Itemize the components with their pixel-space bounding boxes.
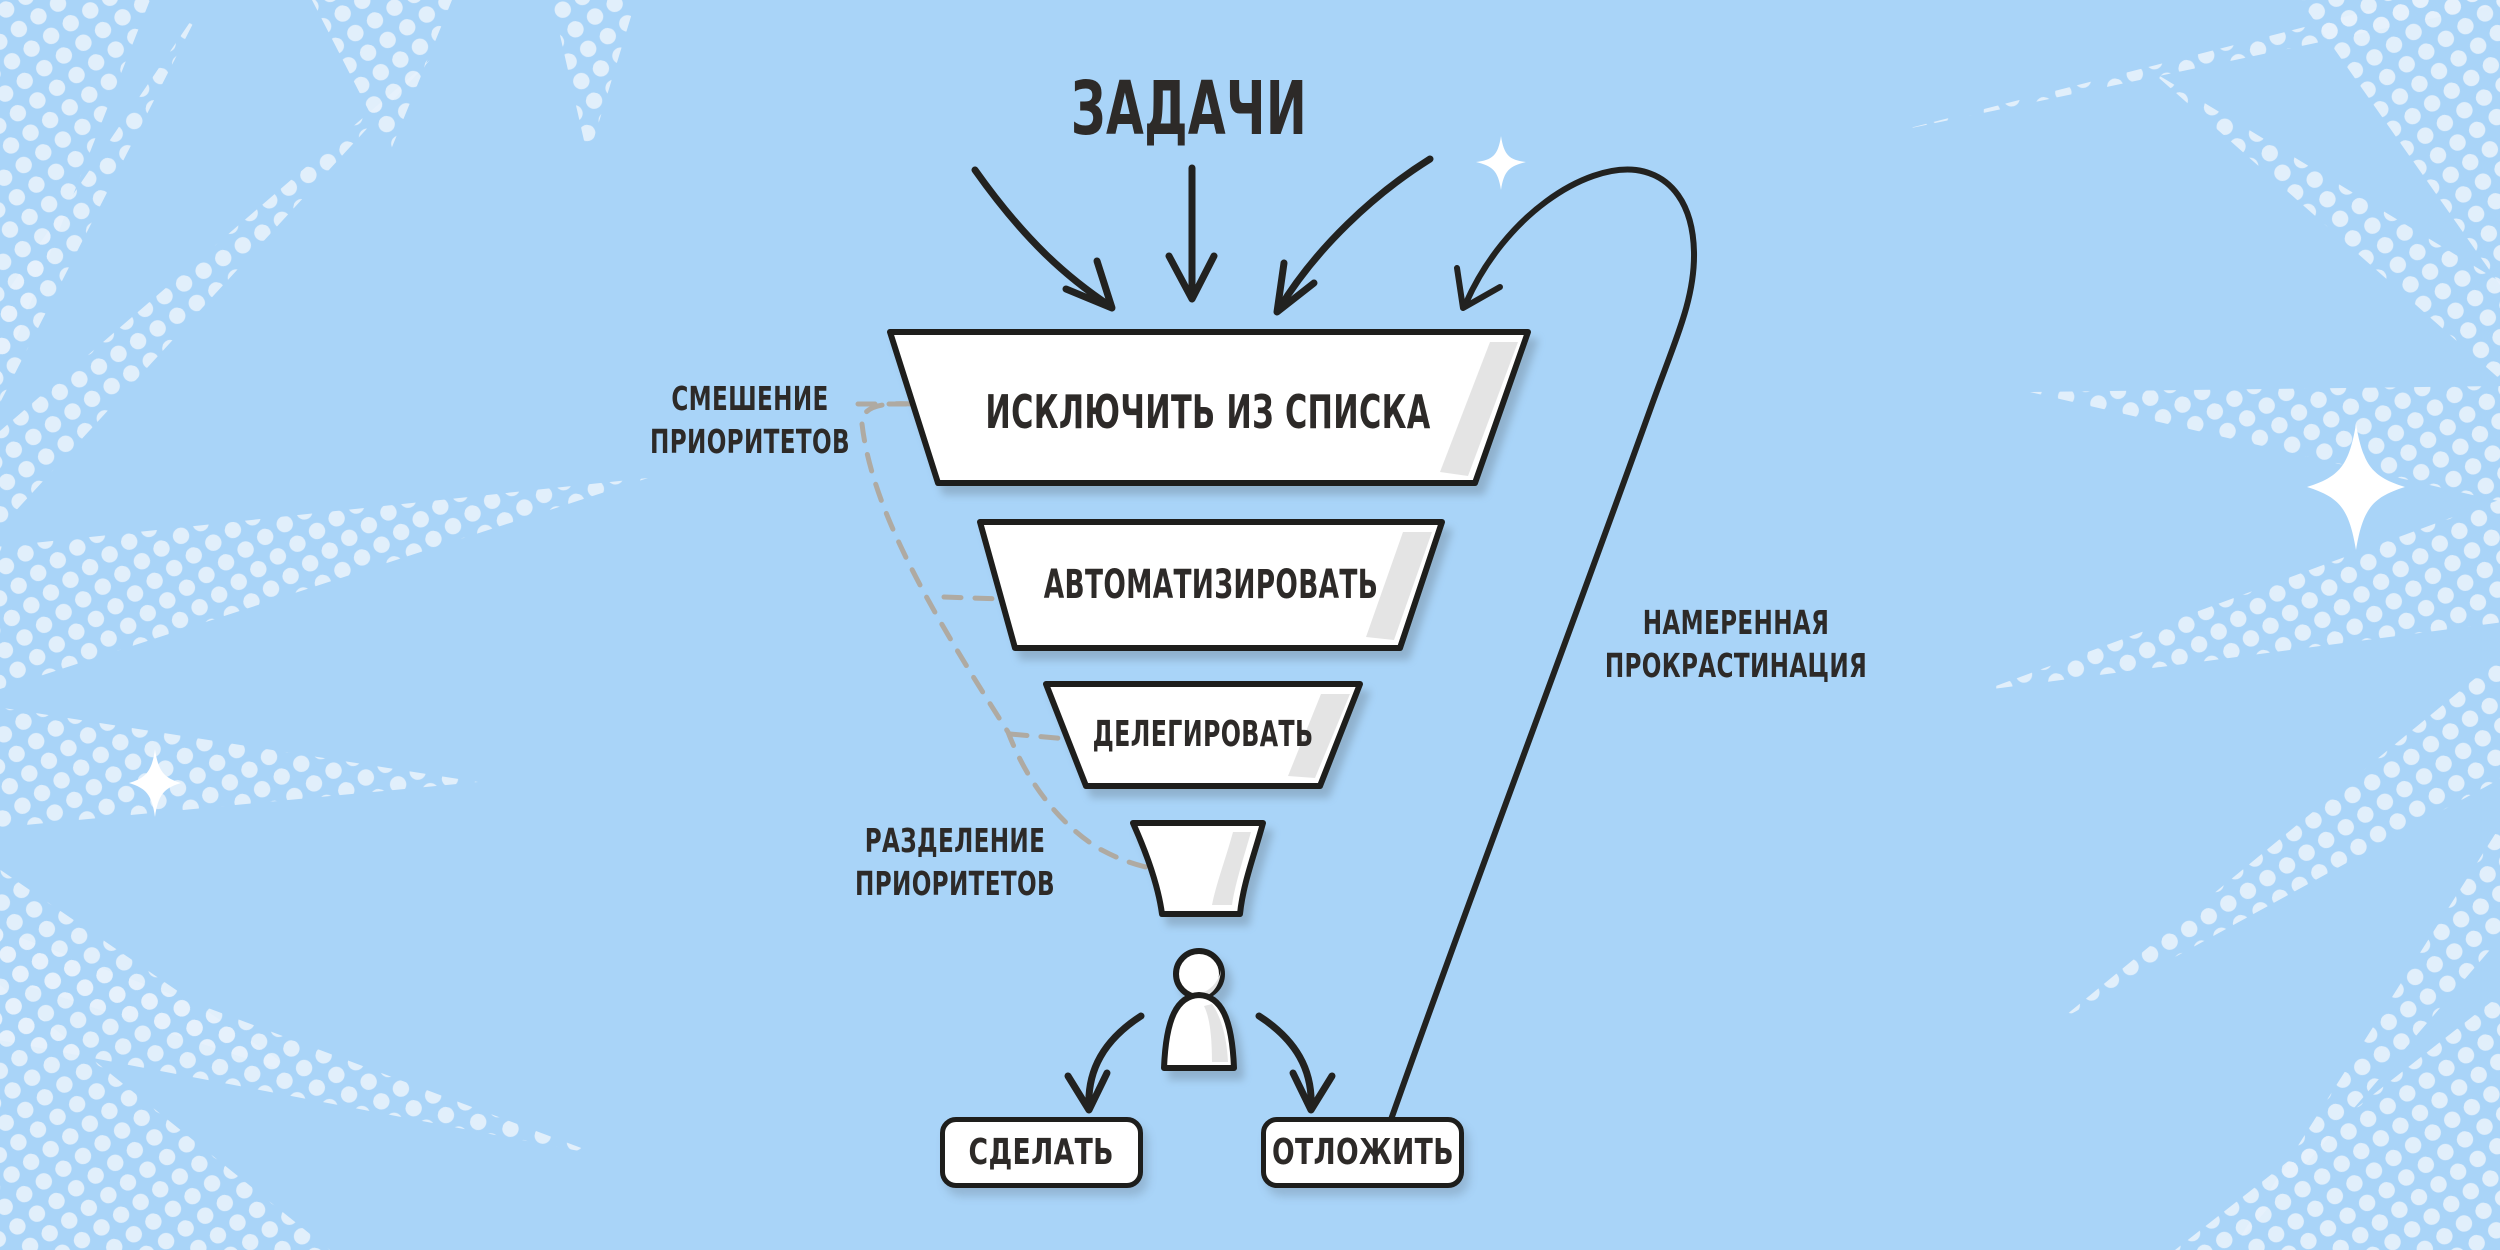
funnel-level-1-label: ИСКЛЮЧИТЬ ИЗ СПИСКА <box>985 385 1431 439</box>
funnel-level-1-shape <box>887 329 1531 486</box>
page-title: ЗАДАЧИ <box>1070 66 1308 152</box>
funnel-level-3-shape <box>1043 681 1363 789</box>
person-icon <box>1161 948 1237 1071</box>
funnel-level-2-shape <box>977 519 1445 651</box>
decision-arrow-do <box>1064 1012 1145 1114</box>
do-button: СДЕЛАТЬ <box>940 1117 1143 1188</box>
funnel-level-3-label: ДЕЛЕГИРОВАТЬ <box>1092 714 1314 755</box>
right-halftone-starburst <box>1902 0 2500 1250</box>
incoming-arrow-middle <box>1165 164 1218 303</box>
sparkle-icon <box>129 749 181 817</box>
postpone-button: ОТЛОЖИТЬ <box>1261 1117 1464 1188</box>
funnel-level-2-label: АВТОМАТИЗИРОВАТЬ <box>1043 562 1379 608</box>
annotation-mixing-priorities: СМЕШЕНИЕ ПРИОРИТЕТОВ <box>650 379 850 461</box>
do-button-label: СДЕЛАТЬ <box>968 1132 1115 1173</box>
incoming-arrow-right <box>1273 155 1434 316</box>
annotation-separating-priorities: РАЗДЕЛЕНИЕ ПРИОРИТЕТОВ <box>855 821 1055 903</box>
incoming-arrow-left <box>971 166 1116 312</box>
sparkle-icon <box>2307 424 2405 550</box>
funnel-shape <box>887 329 1531 917</box>
dashed-connector <box>855 401 1153 871</box>
annotation-intentional-procrastination: НАМЕРЕННАЯ ПРОКРАСТИНАЦИЯ <box>1604 603 1868 685</box>
sparkle-icon <box>1476 136 1526 190</box>
postpone-button-label: ОТЛОЖИТЬ <box>1271 1132 1454 1173</box>
decision-arrow-postpone <box>1255 1012 1336 1114</box>
procrastination-return-arrow <box>1372 166 1698 1168</box>
left-halftone-starburst <box>0 0 648 1250</box>
